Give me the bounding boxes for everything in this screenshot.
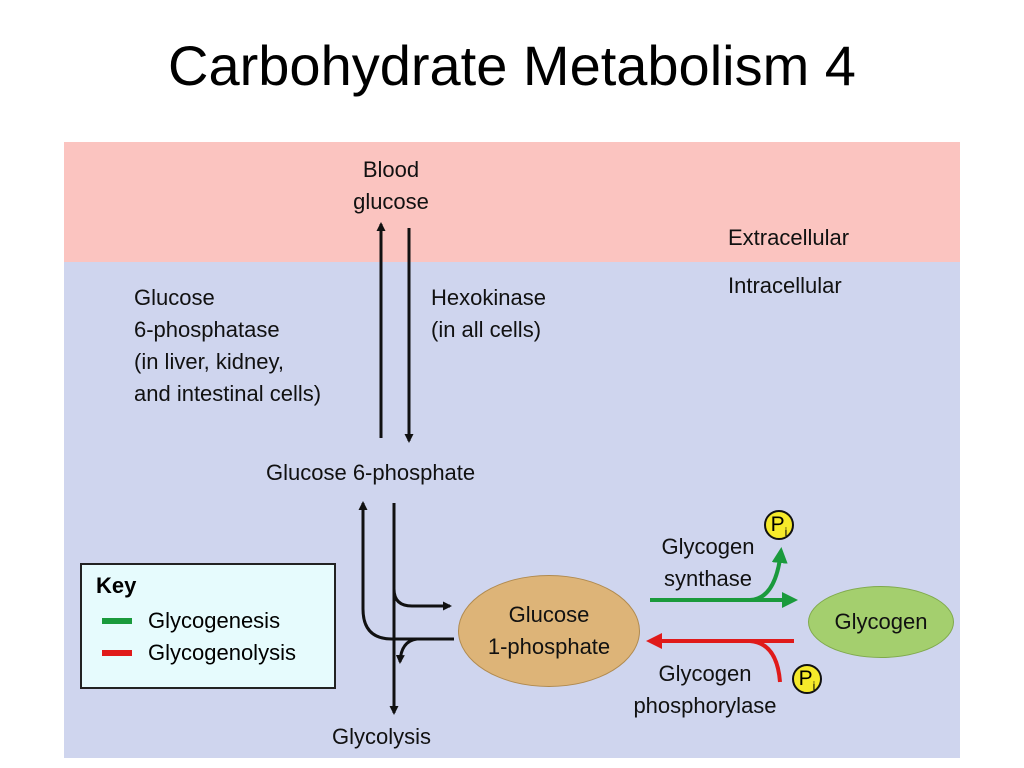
intracellular-label: Intracellular xyxy=(728,273,842,298)
arrow-g6p-to-g1p xyxy=(392,588,452,611)
slide-title: Carbohydrate Metabolism 4 xyxy=(168,34,856,97)
phosphate-released-icon: Pi xyxy=(764,510,794,540)
glucose-6-phosphatase-label: Glucose 6-phosphatase (in liver, kidney,… xyxy=(134,285,322,406)
glycogen-phosphorylase-label: Glycogen phosphorylase xyxy=(633,661,777,718)
phosphate-consumed-icon: Pi xyxy=(792,664,822,694)
hexokinase-label: Hexokinase (in all cells) xyxy=(431,285,546,342)
key-label-glycogenesis: Glycogenesis xyxy=(148,608,281,633)
blood-glucose-label: Blood glucose xyxy=(353,157,429,214)
glycolysis-label: Glycolysis xyxy=(332,724,432,749)
key-title: Key xyxy=(96,573,137,598)
glycogenolysis-swatch xyxy=(102,650,132,656)
glycogen-node: Glycogen xyxy=(808,586,954,658)
arrow-synthase-pi-release xyxy=(749,547,788,602)
glycogenesis-swatch xyxy=(102,618,132,624)
glucose-6-phosphate-label: Glucose 6-phosphate xyxy=(266,460,476,485)
glycogen-synthase-label: Glycogen synthase xyxy=(661,534,755,591)
legend-key: Key Glycogenesis Glycogenolysis xyxy=(80,563,336,689)
pathway-arrows xyxy=(358,222,798,715)
key-label-glycogenolysis: Glycogenolysis xyxy=(148,640,296,665)
glucose-1-phosphate-node: Glucose 1-phosphate xyxy=(458,575,640,687)
extracellular-region xyxy=(64,142,960,262)
metabolism-diagram: Extracellular Intracellular Blood glucos… xyxy=(64,142,960,758)
arrow-phosphorylase-pi-uptake xyxy=(749,639,782,683)
arrow-g1p-to-g6p xyxy=(358,501,454,641)
arrow-g1p-to-glycolysis xyxy=(395,637,418,664)
extracellular-label: Extracellular xyxy=(728,225,850,250)
